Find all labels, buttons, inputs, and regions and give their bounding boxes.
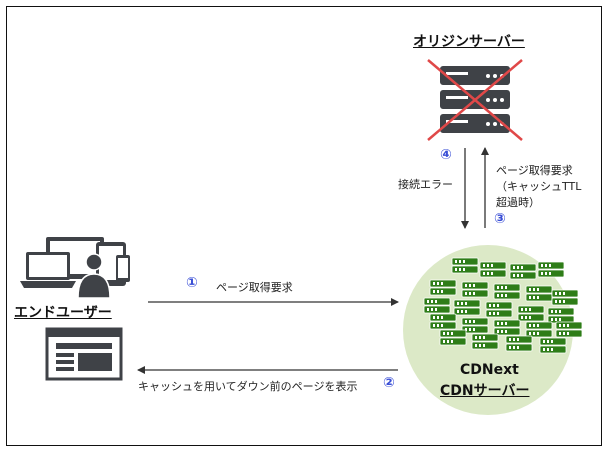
step1-label: ページ取得要求	[216, 281, 293, 294]
cdn-server-unit	[551, 289, 579, 306]
cdn-server-title: CDNサーバー	[440, 383, 530, 399]
cdn-server-unit	[555, 321, 583, 338]
cdn-server-unit	[539, 337, 567, 354]
browser-window-icon	[45, 327, 123, 381]
cdn-server-unit	[451, 257, 479, 274]
cdn-server-unit	[547, 307, 575, 324]
cdn-server-unit	[471, 333, 499, 350]
step3-line1: ページ取得要求	[496, 164, 573, 177]
cdn-server-unit	[493, 283, 521, 300]
cross-icon	[427, 59, 523, 141]
cdn-server-unit	[537, 261, 565, 278]
cdn-server-unit	[485, 301, 513, 318]
cdn-product-name: CDNext	[460, 362, 519, 378]
cdn-server-unit	[505, 335, 533, 352]
cdn-servers-icon	[423, 257, 583, 354]
cdn-server-unit	[479, 261, 507, 278]
cdn-server-unit	[453, 299, 481, 316]
cdn-server-unit	[429, 313, 457, 330]
cdn-server-unit	[429, 279, 457, 296]
step4-label: 接続エラー	[398, 178, 453, 191]
cdn-server-unit	[517, 305, 545, 322]
diagram-frame	[6, 6, 602, 446]
step1-number: ①	[186, 275, 198, 291]
cdn-server-unit	[461, 281, 489, 298]
cdn-server-unit	[525, 321, 553, 338]
cdn-server-unit	[525, 285, 553, 302]
end-user-title: エンドユーザー	[14, 305, 112, 321]
step2-number: ②	[383, 375, 395, 391]
cdn-server-unit	[493, 319, 521, 336]
origin-server-title: オリジンサーバー	[413, 34, 525, 50]
step4-number: ④	[440, 147, 452, 163]
cdn-server-unit	[423, 297, 451, 314]
step3-line2: （キャッシュTTL	[496, 180, 582, 193]
step2-label: キャッシュを用いてダウン前のページを表示	[138, 380, 358, 393]
cdn-server-unit	[439, 329, 467, 346]
cdn-server-unit	[509, 263, 537, 280]
end-user-devices-icon	[20, 237, 130, 299]
cdn-server-unit	[461, 317, 489, 334]
step3-number: ③	[494, 211, 506, 227]
step3-line3: 超過時）	[496, 196, 540, 209]
